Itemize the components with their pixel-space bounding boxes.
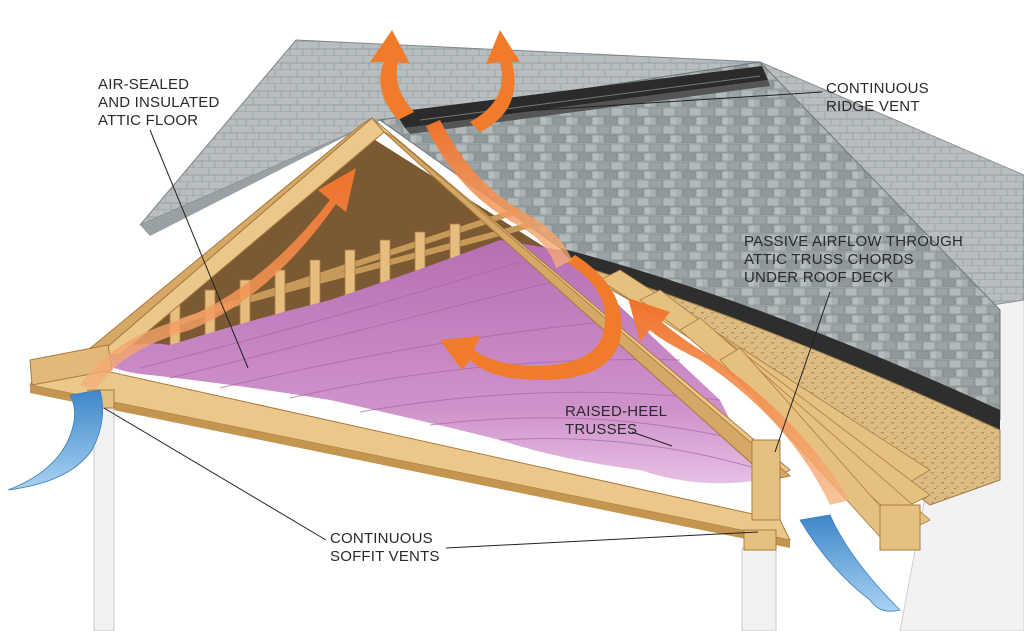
- label-line: RAISED-HEEL: [565, 403, 668, 420]
- leader-lines: [103, 91, 831, 549]
- label-soffit-vents: CONTINUOUS SOFFIT VENTS: [330, 530, 440, 566]
- airflow-arrow-icon: [80, 30, 850, 505]
- label-passive-airflow: PASSIVE AIRFLOW THROUGH ATTIC TRUSS CHOR…: [744, 233, 963, 287]
- label-line: CONTINUOUS: [330, 530, 433, 547]
- label-line: ATTIC FLOOR: [98, 112, 199, 129]
- label-line: UNDER ROOF DECK: [744, 269, 894, 286]
- label-line: SOFFIT VENTS: [330, 548, 440, 565]
- wall-columns: [87, 389, 777, 631]
- label-line: AND INSULATED: [98, 94, 220, 111]
- label-ridge-vent: CONTINUOUS RIDGE VENT: [826, 80, 929, 116]
- label-line: TRUSSES: [565, 421, 638, 438]
- label-line: RIDGE VENT: [826, 98, 920, 115]
- intake-air-icon: [7, 389, 901, 612]
- gable-truss-frame: [29, 117, 931, 551]
- label-line: ATTIC TRUSS CHORDS: [744, 251, 914, 268]
- attic-insulation: [108, 240, 760, 484]
- label-line: CONTINUOUS: [826, 80, 929, 97]
- label-line: AIR-SEALED: [98, 76, 190, 93]
- label-raised-heel-trusses: RAISED-HEEL TRUSSES: [565, 403, 667, 439]
- label-line: PASSIVE AIRFLOW THROUGH: [744, 233, 964, 250]
- label-attic-floor: AIR-SEALED AND INSULATED ATTIC FLOOR: [98, 76, 220, 130]
